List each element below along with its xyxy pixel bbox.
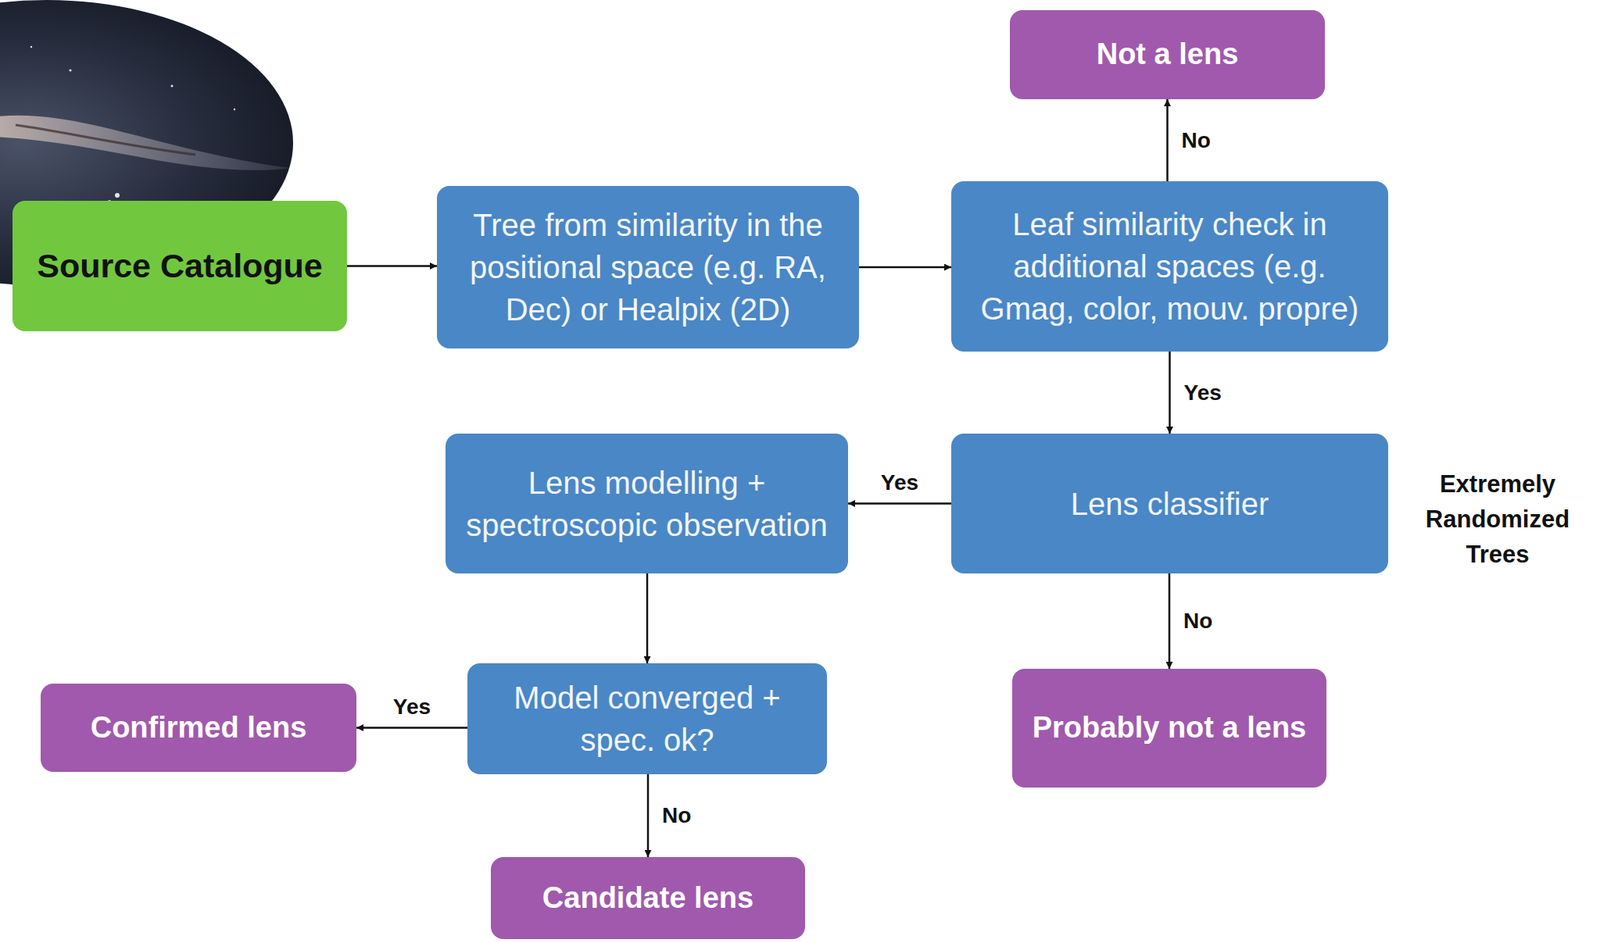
box-text: Leaf similarity check in additional spac… (963, 203, 1376, 330)
box-text: Lens modelling + spectroscopic observati… (458, 461, 836, 547)
flow-arrow (347, 264, 437, 268)
edge-label: No (1180, 608, 1216, 635)
flow-arrow (1168, 351, 1171, 434)
edge-label: No (1178, 127, 1214, 154)
edge-label: Yes (877, 469, 922, 497)
terminal-box: Not a lens (1009, 10, 1325, 100)
flow-arrow (1168, 573, 1171, 670)
edge-label: No (658, 802, 695, 830)
terminal-box: Probably not a lens (1012, 669, 1327, 788)
terminal-box: Confirmed lens (40, 683, 357, 773)
box-text: Not a lens (1096, 34, 1239, 75)
box-text: Tree from similarity in the positional s… (449, 204, 847, 331)
flow-arrow (356, 726, 468, 730)
box-text: Model converged + spec. ok? (479, 676, 815, 762)
box-text: Probably not a lens (1032, 708, 1307, 749)
flow-arrow (646, 573, 649, 664)
process-box: Leaf similarity check in additional spac… (951, 181, 1389, 352)
process-box: Lens classifier (951, 433, 1389, 574)
flow-arrow (859, 266, 952, 269)
source-box: Source Catalogue (12, 200, 348, 332)
terminal-box: Candidate lens (490, 857, 806, 940)
box-text: Source Catalogue (36, 244, 323, 289)
annotation-label: Extremely Randomized Trees (1406, 467, 1589, 573)
process-box: Lens modelling + spectroscopic observati… (445, 433, 849, 574)
flow-arrow (647, 774, 650, 858)
star-dots (30, 46, 236, 204)
edge-label: Yes (1181, 379, 1225, 407)
flow-arrow (1166, 99, 1169, 182)
galactic-band (0, 115, 291, 171)
process-box: Tree from similarity in the positional s… (436, 186, 860, 349)
box-text: Candidate lens (542, 878, 754, 919)
dust-lane (15, 125, 196, 155)
box-text: Lens classifier (1070, 483, 1269, 526)
edge-label: Yes (390, 694, 434, 721)
flow-arrow (848, 502, 952, 505)
process-box: Model converged + spec. ok? (467, 663, 827, 775)
box-text: Confirmed lens (90, 708, 308, 749)
